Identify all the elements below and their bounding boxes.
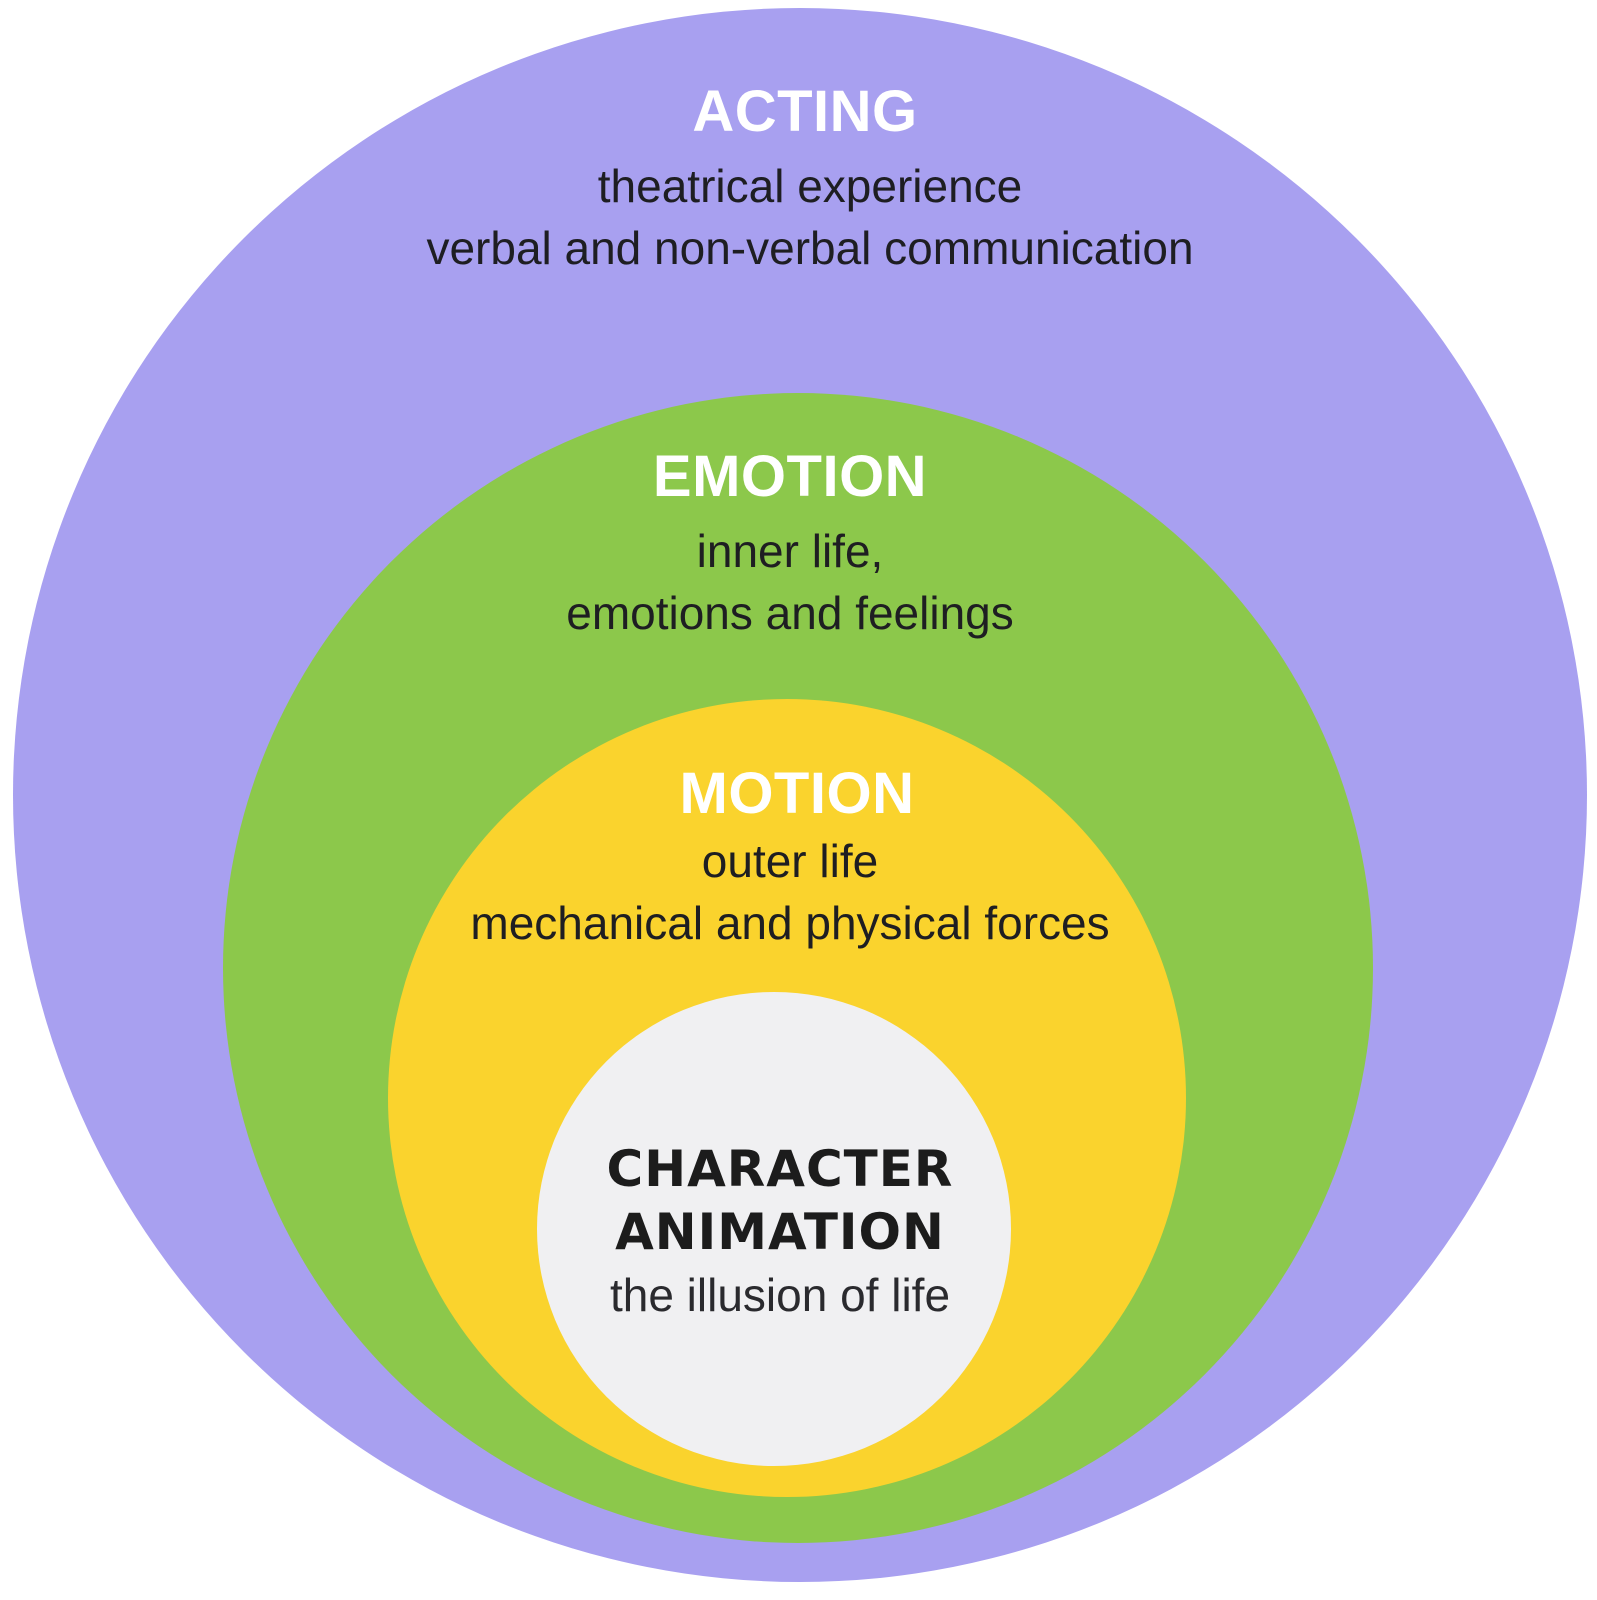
acting-subtitle-line-2: verbal and non-verbal communication	[426, 222, 1194, 274]
emotion-title: EMOTION	[652, 444, 928, 509]
motion-subtitle-line-2: mechanical and physical forces	[470, 897, 1110, 949]
acting-subtitle-line-1: theatrical experience	[597, 160, 1023, 212]
character-animation-title-line-2: ANIMATION	[615, 1203, 945, 1261]
emotion-subtitle: inner life, emotions and feelings	[340, 520, 1240, 644]
character-animation-subtitle: the illusion of life	[609, 1269, 951, 1321]
emotion-subtitle-line-2: emotions and feelings	[566, 587, 1014, 639]
motion-subtitle-line-1: outer life	[701, 835, 879, 887]
emotion-subtitle-line-1: inner life,	[696, 525, 884, 577]
acting-title: ACTING	[692, 79, 918, 144]
motion-subtitle: outer life mechanical and physical force…	[340, 830, 1240, 954]
character-animation-circle	[537, 992, 1011, 1466]
motion-title: MOTION	[679, 761, 915, 826]
acting-subtitle: theatrical experience verbal and non-ver…	[360, 155, 1260, 279]
character-animation-title-line-1: CHARACTER	[606, 1140, 954, 1198]
character-animation-title: CHARACTER ANIMATION	[330, 1138, 1230, 1264]
